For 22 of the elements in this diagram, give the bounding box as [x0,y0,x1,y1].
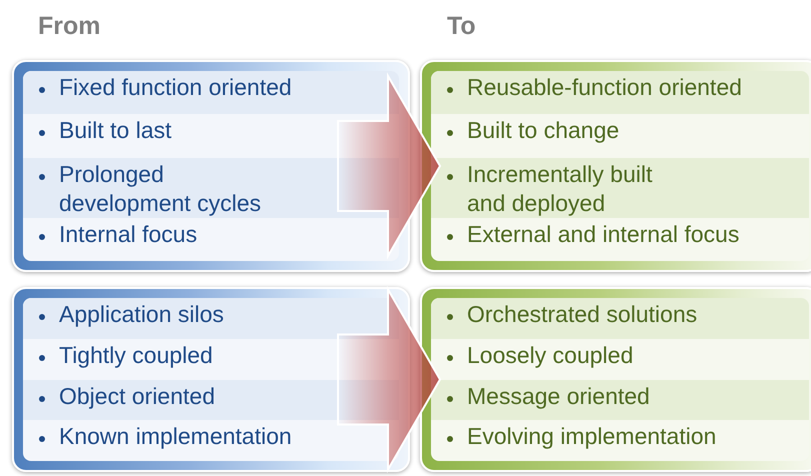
list-item-text: Evolving implementation [467,422,716,452]
list-item-text: Reusable-function oriented [467,73,742,102]
block-arrow [337,72,442,260]
list-panel [12,60,410,272]
column-heading: From [38,11,100,42]
list-item-text: Internal focus [59,220,198,249]
list-item-text: Message oriented [467,382,650,410]
list-item-text: Loosely coupled [467,340,634,370]
list-item-text: Incrementally built and deployed [467,160,654,218]
list-panel [420,287,811,472]
list-item-text: Known implementation [59,422,292,452]
list-item-text: Built to last [59,116,172,146]
list-item-text: Fixed function oriented [59,73,292,102]
list-panel [420,60,811,272]
list-item-text: Prolonged development cycles [59,160,262,218]
column-heading: To [447,11,476,42]
list-item-text: Object oriented [59,382,215,410]
list-item-text: Application silos [59,300,224,329]
list-item-text: Tightly coupled [59,340,213,370]
list-item-text: Orchestrated solutions [467,300,698,329]
list-item-text: External and internal focus [467,220,740,249]
list-item-text: Built to change [467,116,620,146]
